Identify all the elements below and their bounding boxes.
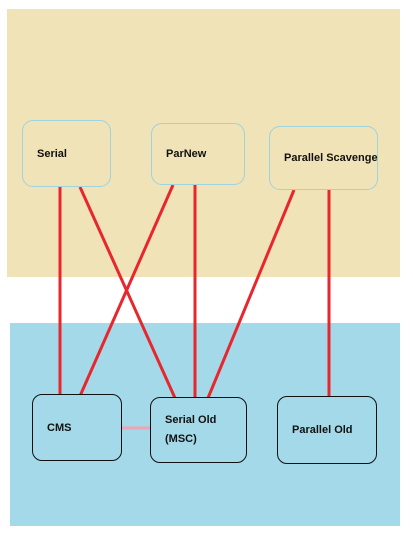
node-parallel-scavenge-label: Parallel Scavenge <box>284 152 378 164</box>
node-parnew: ParNew <box>151 123 245 185</box>
node-serial: Serial <box>22 120 111 187</box>
node-serial-old-sublabel: (MSC) <box>165 433 197 445</box>
node-cms: CMS <box>32 394 122 461</box>
node-serial-label: Serial <box>37 147 67 160</box>
node-serial-old: Serial Old (MSC) <box>150 397 247 463</box>
node-parallel-old: Parallel Old <box>277 396 377 464</box>
node-parnew-label: ParNew <box>166 148 207 160</box>
node-parallel-old-label: Parallel Old <box>292 424 353 436</box>
node-serial-old-label: Serial Old <box>165 414 217 426</box>
node-cms-label: CMS <box>47 421 72 434</box>
node-serial-old-label-group: Serial Old (MSC) <box>165 411 216 449</box>
node-parallel-scavenge: Parallel Scavenge <box>269 126 378 190</box>
